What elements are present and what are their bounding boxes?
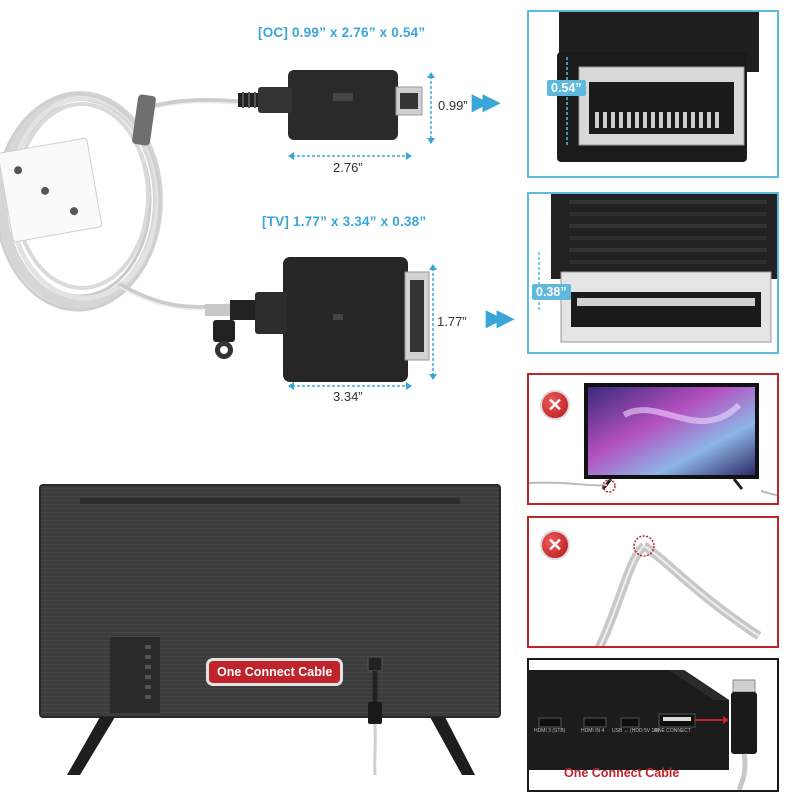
tv-connector-image: [205, 257, 430, 382]
one-connect-box-panel: [527, 658, 779, 792]
oc-height-arrow: [427, 72, 435, 144]
double-chevron-right-icon: ▶▶: [486, 305, 514, 330]
one-connect-box-image: [529, 670, 757, 790]
oc-width-arrow: [288, 152, 412, 160]
one-connect-panel-caption: One Connect Cable: [564, 766, 680, 780]
tv-depth-badge: 0.38”: [532, 284, 571, 300]
tv-height-label: 1.77”: [437, 314, 467, 329]
oc-height-label: 0.99”: [438, 98, 468, 113]
tv-height-arrow: [429, 264, 437, 380]
oc-dimensions-heading: [OC] 0.99” x 2.76” x 0.54”: [258, 25, 426, 40]
cable-coil-image: [0, 91, 243, 312]
cable-bend-image: [594, 535, 762, 646]
port-label: USB ↔ (HDD 5V 1A): [612, 728, 660, 734]
prohibited-x-icon: ✕: [540, 390, 570, 420]
oc-closeup-image: [557, 12, 759, 162]
tv-cable-label: One Connect Cable: [209, 661, 341, 683]
tv-width-arrow: [288, 382, 412, 390]
oc-depth-badge: 0.54”: [547, 80, 586, 96]
port-label: ONE CONNECT: [654, 728, 691, 734]
tv-width-label: 3.34”: [333, 389, 363, 404]
oc-width-label: 2.76”: [333, 160, 363, 175]
port-label: HDMI 3 (STB): [534, 728, 566, 734]
prohibited-x-icon: ✕: [540, 530, 570, 560]
tv-closeup-panel: [527, 192, 779, 354]
oc-closeup-panel: [527, 10, 779, 178]
wrong-usage-panel-bend: [527, 516, 779, 648]
oc-connector-image: [238, 70, 423, 140]
wrong-usage-panel-tv: [527, 373, 779, 505]
tv-back-image: [39, 484, 501, 776]
tv-dimensions-heading: [TV] 1.77” x 3.34” x 0.38”: [262, 214, 427, 229]
tv-closeup-image: [538, 194, 777, 343]
tv-front-image: [529, 383, 777, 496]
double-chevron-right-icon: ▶▶: [472, 89, 500, 114]
port-label: HDMI IN 4: [581, 728, 605, 734]
